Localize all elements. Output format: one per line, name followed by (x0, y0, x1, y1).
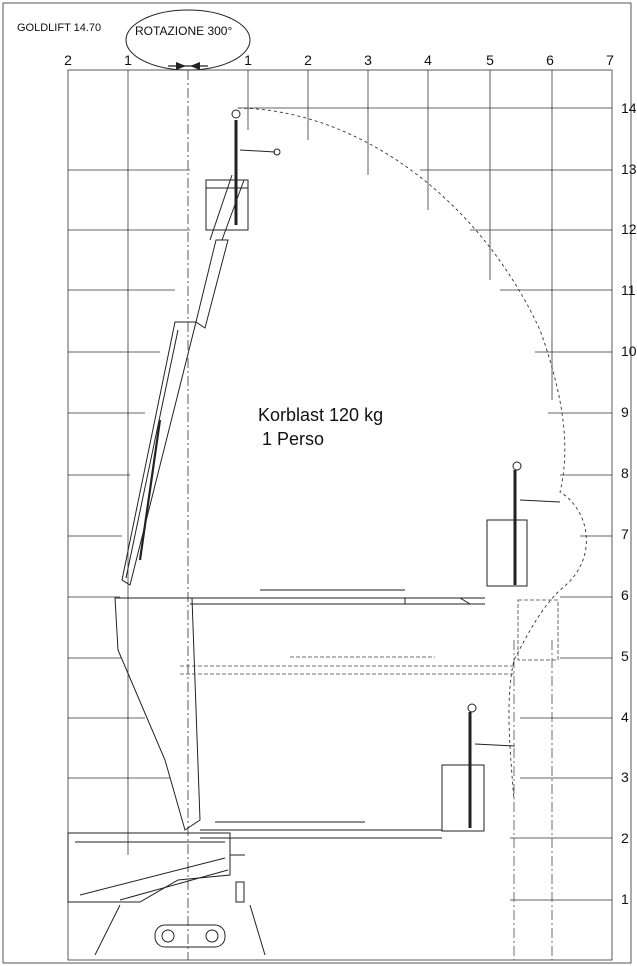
x-tick: 6 (546, 52, 554, 68)
y-tick: 6 (621, 587, 629, 603)
y-tick: 9 (621, 404, 629, 420)
x-tick: 7 (606, 52, 614, 68)
x-tick: 2 (304, 52, 312, 68)
rotation-ellipse (125, 9, 251, 71)
boom-max-height (121, 174, 245, 586)
y-tick: 13 (621, 161, 637, 177)
chassis (67, 832, 266, 956)
y-tick: 1 (621, 891, 629, 907)
y-tick: 10 (621, 343, 637, 359)
y-tick: 5 (621, 648, 629, 664)
working-envelope (237, 107, 587, 801)
grid (67, 69, 613, 961)
x-tick: 2 (64, 52, 72, 68)
y-tick: 14 (621, 100, 637, 116)
x-tick: 3 (364, 52, 372, 68)
y-tick: 2 (621, 830, 629, 846)
load-annotation: Korblast 120 kg 1 Perso (258, 403, 383, 451)
y-tick: 4 (621, 709, 629, 725)
x-tick: 1 (244, 52, 252, 68)
x-tick: 4 (424, 52, 432, 68)
x-tick: 1 (124, 52, 132, 68)
y-tick: 7 (621, 526, 629, 542)
y-tick: 3 (621, 769, 629, 785)
boom-horizontal-upper (114, 461, 561, 831)
x-tick: 5 (486, 52, 494, 68)
load-capacity: Korblast 120 kg (258, 405, 384, 425)
boom-horizontal-lower (200, 703, 516, 839)
model-title: GOLDLIFT 14.70 (17, 22, 102, 34)
load-persons: 1 Perso (262, 429, 325, 449)
rotation-arrows-icon (168, 62, 208, 70)
crawler-track-icon (154, 924, 226, 948)
basket-icon (205, 109, 281, 231)
y-tick: 8 (621, 465, 629, 481)
y-tick: 11 (621, 282, 636, 298)
y-tick: 12 (621, 221, 637, 237)
rotation-label: ROTAZIONE 300° (135, 24, 233, 38)
boom-horizontal-mid (180, 599, 559, 675)
